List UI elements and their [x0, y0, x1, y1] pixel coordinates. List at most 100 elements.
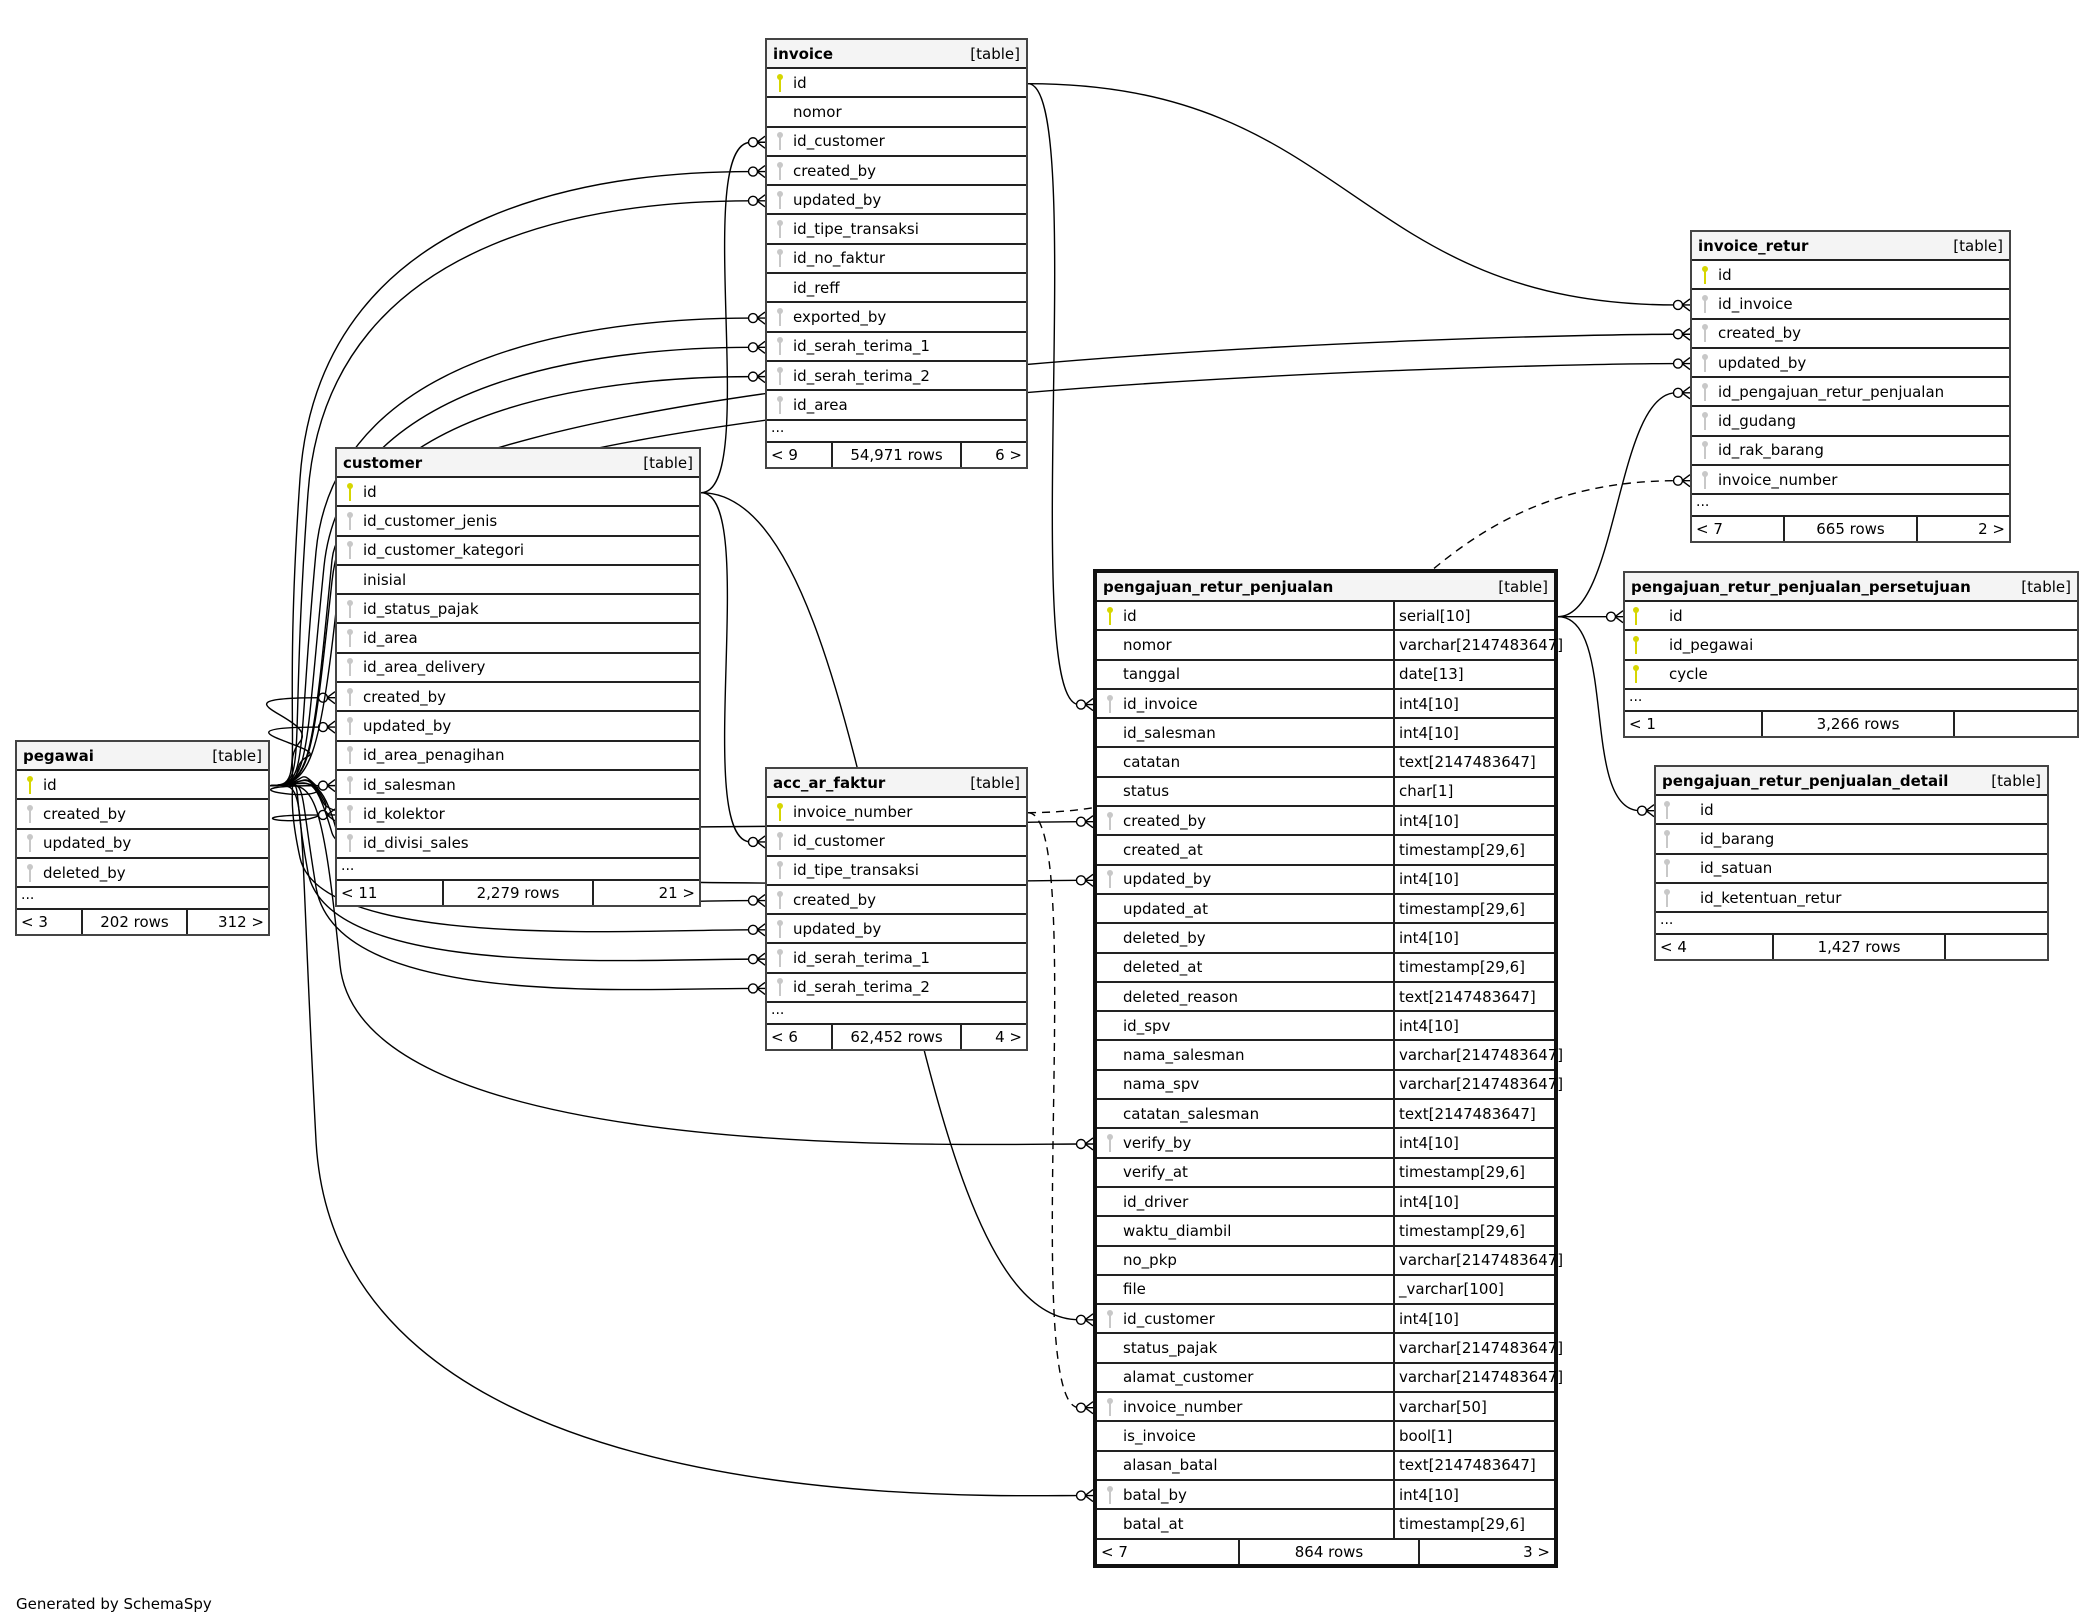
table-name[interactable]: customer [343, 453, 423, 472]
parents-link[interactable]: < 7 [1097, 1539, 1240, 1564]
children-link[interactable] [1955, 712, 2077, 736]
children-link[interactable]: 312 > [218, 913, 264, 932]
table-name[interactable]: pengajuan_retur_penjualan_persetujuan [1631, 577, 1971, 596]
column-row[interactable]: id_customer_jenis [337, 507, 699, 537]
column-row[interactable]: id [17, 771, 268, 801]
column-row[interactable]: id_barang [1656, 825, 2047, 855]
parents-link[interactable]: < 7 [1692, 517, 1785, 542]
parents-link[interactable]: < 3 [17, 910, 83, 935]
column-row[interactable]: id_serah_terima_1 [767, 944, 1026, 974]
column-row[interactable]: inisial [337, 566, 699, 596]
column-row[interactable]: invoice_number [767, 798, 1026, 828]
column-row[interactable]: id_area_penagihan [337, 742, 699, 771]
column-row[interactable]: updated_by [1692, 349, 2009, 379]
table-header[interactable]: pengajuan_retur_penjualan_persetujuan[ta… [1625, 573, 2077, 602]
column-row[interactable]: id_pegawai [1625, 631, 2077, 661]
table-header[interactable]: pegawai[table] [17, 742, 268, 771]
children-link[interactable]: 2 > [1978, 520, 2005, 539]
table-header[interactable]: invoice_retur[table] [1692, 232, 2009, 261]
table-header[interactable]: acc_ar_faktur[table] [767, 769, 1026, 798]
column-row[interactable]: id_customer [767, 827, 1026, 857]
table-header[interactable]: pengajuan_retur_penjualan_detail[table] [1656, 767, 2047, 796]
parents-link[interactable]: < 6 [767, 1025, 833, 1050]
column-row[interactable]: id_area [337, 624, 699, 654]
more-columns[interactable]: ... [337, 859, 699, 881]
column-row[interactable]: id_salesman [337, 771, 699, 801]
column-row[interactable]: id_tipe_transaksi [767, 857, 1026, 886]
parents-link[interactable]: < 4 [1656, 935, 1774, 960]
column-row[interactable]: created_by [337, 683, 699, 713]
table-name[interactable]: invoice [773, 44, 834, 63]
more-columns[interactable]: ... [767, 421, 1026, 443]
table-name[interactable]: invoice_retur [1698, 236, 1809, 255]
table-pengajuan-retur-penjualan-persetujuan[interactable]: pengajuan_retur_penjualan_persetujuan[ta… [1623, 571, 2079, 738]
column-row[interactable]: id [1625, 602, 2077, 632]
column-row[interactable]: id_satuan [1656, 855, 2047, 884]
more-columns[interactable]: ... [17, 888, 268, 911]
column-row[interactable]: id_pengajuan_retur_penjualan [1692, 378, 2009, 408]
column-row[interactable]: updated_by [767, 186, 1026, 216]
column-row[interactable]: id_customer [767, 128, 1026, 157]
column-row[interactable]: nomor [767, 98, 1026, 128]
table-header[interactable]: invoice[table] [767, 40, 1026, 69]
children-link[interactable]: 21 > [658, 883, 695, 902]
parents-link[interactable]: < 1 [1625, 711, 1763, 736]
column-row[interactable]: id_status_pajak [337, 595, 699, 625]
column-row[interactable]: created_by [767, 886, 1026, 916]
column-row[interactable]: invoice_number [1692, 466, 2009, 496]
more-columns[interactable]: ... [1692, 495, 2009, 518]
children-link[interactable]: 4 > [995, 1028, 1022, 1047]
column-row[interactable]: deleted_by [17, 859, 268, 889]
column-row[interactable]: id [337, 478, 699, 508]
column-row[interactable]: id_serah_terima_1 [767, 333, 1026, 362]
more-columns[interactable]: ... [1625, 690, 2077, 712]
table-name[interactable]: acc_ar_faktur [773, 773, 886, 792]
column-row[interactable]: id_serah_terima_2 [767, 974, 1026, 1004]
column-row[interactable]: id_gudang [1692, 407, 2009, 437]
column-row[interactable]: id_no_faktur [767, 245, 1026, 275]
column-row[interactable]: id_serah_terima_2 [767, 362, 1026, 392]
table-name[interactable]: pengajuan_retur_penjualan [1103, 577, 1334, 596]
column-row[interactable]: updated_by [767, 915, 1026, 945]
column-row[interactable]: cycle [1625, 661, 2077, 690]
column-row[interactable]: id_kolektor [337, 800, 699, 830]
parents-link[interactable]: < 9 [767, 442, 833, 467]
column-row[interactable]: id_area_delivery [337, 654, 699, 684]
column-row[interactable]: created_by [767, 157, 1026, 187]
column-row[interactable]: created_by [1692, 320, 2009, 349]
column-row[interactable]: id_area [767, 391, 1026, 421]
column-row[interactable]: updated_by [17, 830, 268, 859]
column-row[interactable]: created_by [17, 800, 268, 830]
table-header[interactable]: pengajuan_retur_penjualan[table] [1097, 573, 1554, 602]
more-columns[interactable]: ... [767, 1003, 1026, 1026]
